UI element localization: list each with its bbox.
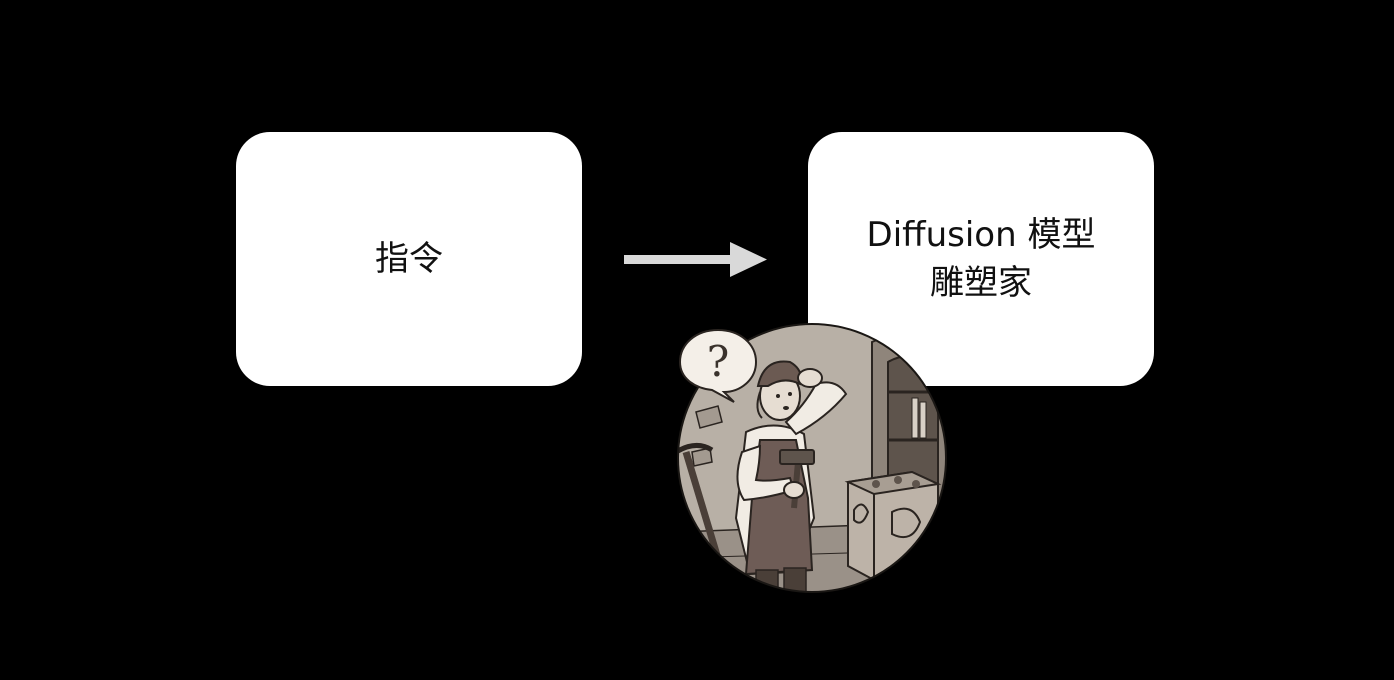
- question-bubble: ?: [678, 328, 758, 403]
- model-subtitle: 雕塑家: [930, 263, 1032, 303]
- instruction-node: 指令: [236, 132, 582, 386]
- question-mark-icon: ?: [707, 337, 730, 386]
- sculptor-illustration: [677, 323, 947, 593]
- model-title: Diffusion 模型: [866, 215, 1096, 255]
- flow-arrow: [624, 242, 767, 277]
- instruction-label: 指令: [375, 239, 443, 279]
